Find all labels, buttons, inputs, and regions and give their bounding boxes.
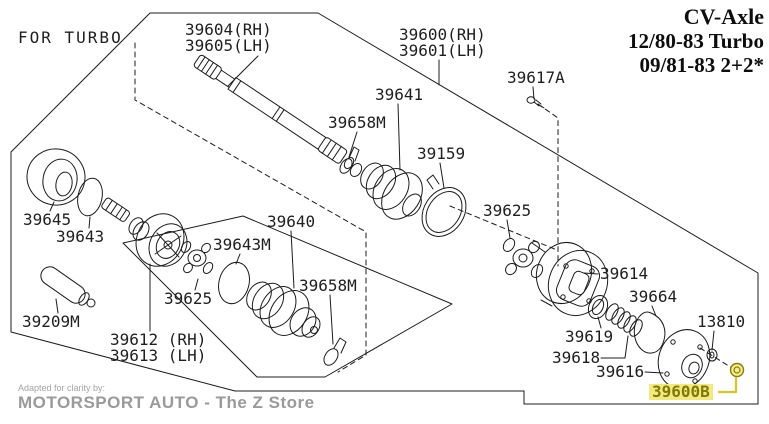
part-label-39209m: 39209M	[22, 312, 80, 331]
plate-39664	[634, 312, 665, 353]
housing-39614	[527, 234, 617, 324]
part-label-39614: 39614	[600, 264, 649, 283]
ring-39159	[413, 175, 475, 245]
assembly-sub-box	[123, 216, 452, 377]
tube-39209m	[37, 263, 95, 307]
footer-credit: Adapted for clarity by: MOTORSPORT AUTO …	[18, 383, 315, 412]
part-label-39612-rh: 39612 (RH)	[110, 330, 207, 349]
part-label-39640: 39640	[267, 212, 316, 231]
footer-brand: MOTORSPORT AUTO - The Z Store	[18, 393, 315, 412]
part-label-39616: 39616	[596, 362, 645, 381]
screw-39617a	[527, 97, 544, 108]
outer-border	[11, 13, 758, 404]
part-label-13810: 13810	[697, 312, 746, 331]
ujoint-39625-left	[179, 240, 214, 275]
title-line-3: 09/81-83 2+2*	[639, 53, 764, 77]
clamp-39658m-upper	[337, 147, 359, 175]
part-label-39645: 39645	[23, 210, 72, 229]
boot-39641	[356, 159, 431, 227]
leader-39600b-highlighted	[719, 378, 736, 392]
oring-39643	[74, 176, 105, 218]
part-label-39617a: 39617A	[507, 68, 565, 87]
cup-39645	[23, 144, 90, 209]
axle-shaft-39604	[193, 53, 348, 164]
part-label-39613-lh: 39613 (LH)	[110, 346, 207, 365]
page-title: CV-Axle	[683, 4, 764, 29]
leader-lines	[50, 56, 714, 373]
oring-39643m	[214, 259, 254, 307]
part-label-39664: 39664	[629, 287, 678, 306]
shaft-end-washers	[342, 156, 364, 179]
ujoint-39625-right	[501, 236, 545, 279]
title-line-2: 12/80-83 Turbo	[628, 29, 764, 53]
part-label-39625-right: 39625	[483, 201, 532, 220]
ring-39619	[585, 292, 611, 321]
for-turbo-note: FOR TURBO	[18, 28, 123, 47]
title-block: CV-Axle 12/80-83 Turbo 09/81-83 2+2*	[628, 4, 764, 77]
clamp-39658m-lower	[321, 338, 346, 368]
part-label-39658m-upper: 39658M	[328, 113, 386, 132]
part-label-39619: 39619	[565, 327, 614, 346]
part-label-39625-left: 39625	[164, 289, 213, 308]
nut-39600b-highlighted	[731, 364, 744, 377]
part-label-39159: 39159	[417, 144, 466, 163]
part-label-39600b-highlighted[interactable]: 39600B	[649, 384, 713, 400]
part-label-39641: 39641	[375, 85, 424, 104]
part-label-39658m-lower: 39658M	[299, 276, 357, 295]
part-label-39643: 39643	[56, 227, 105, 246]
part-label-39643m: 39643M	[213, 235, 271, 254]
part-label-39604-rh: 39604(RH)	[185, 20, 272, 39]
part-label-39600-rh: 39600(RH)	[399, 25, 486, 44]
cvjoint-39612	[101, 197, 195, 275]
part-label-39601-lh: 39601(LH)	[399, 41, 486, 60]
part-label-39618: 39618	[552, 348, 601, 367]
part-label-39605-lh: 39605(LH)	[185, 36, 272, 55]
footer-tagline: Adapted for clarity by:	[18, 383, 106, 393]
boot-39640	[242, 277, 324, 343]
